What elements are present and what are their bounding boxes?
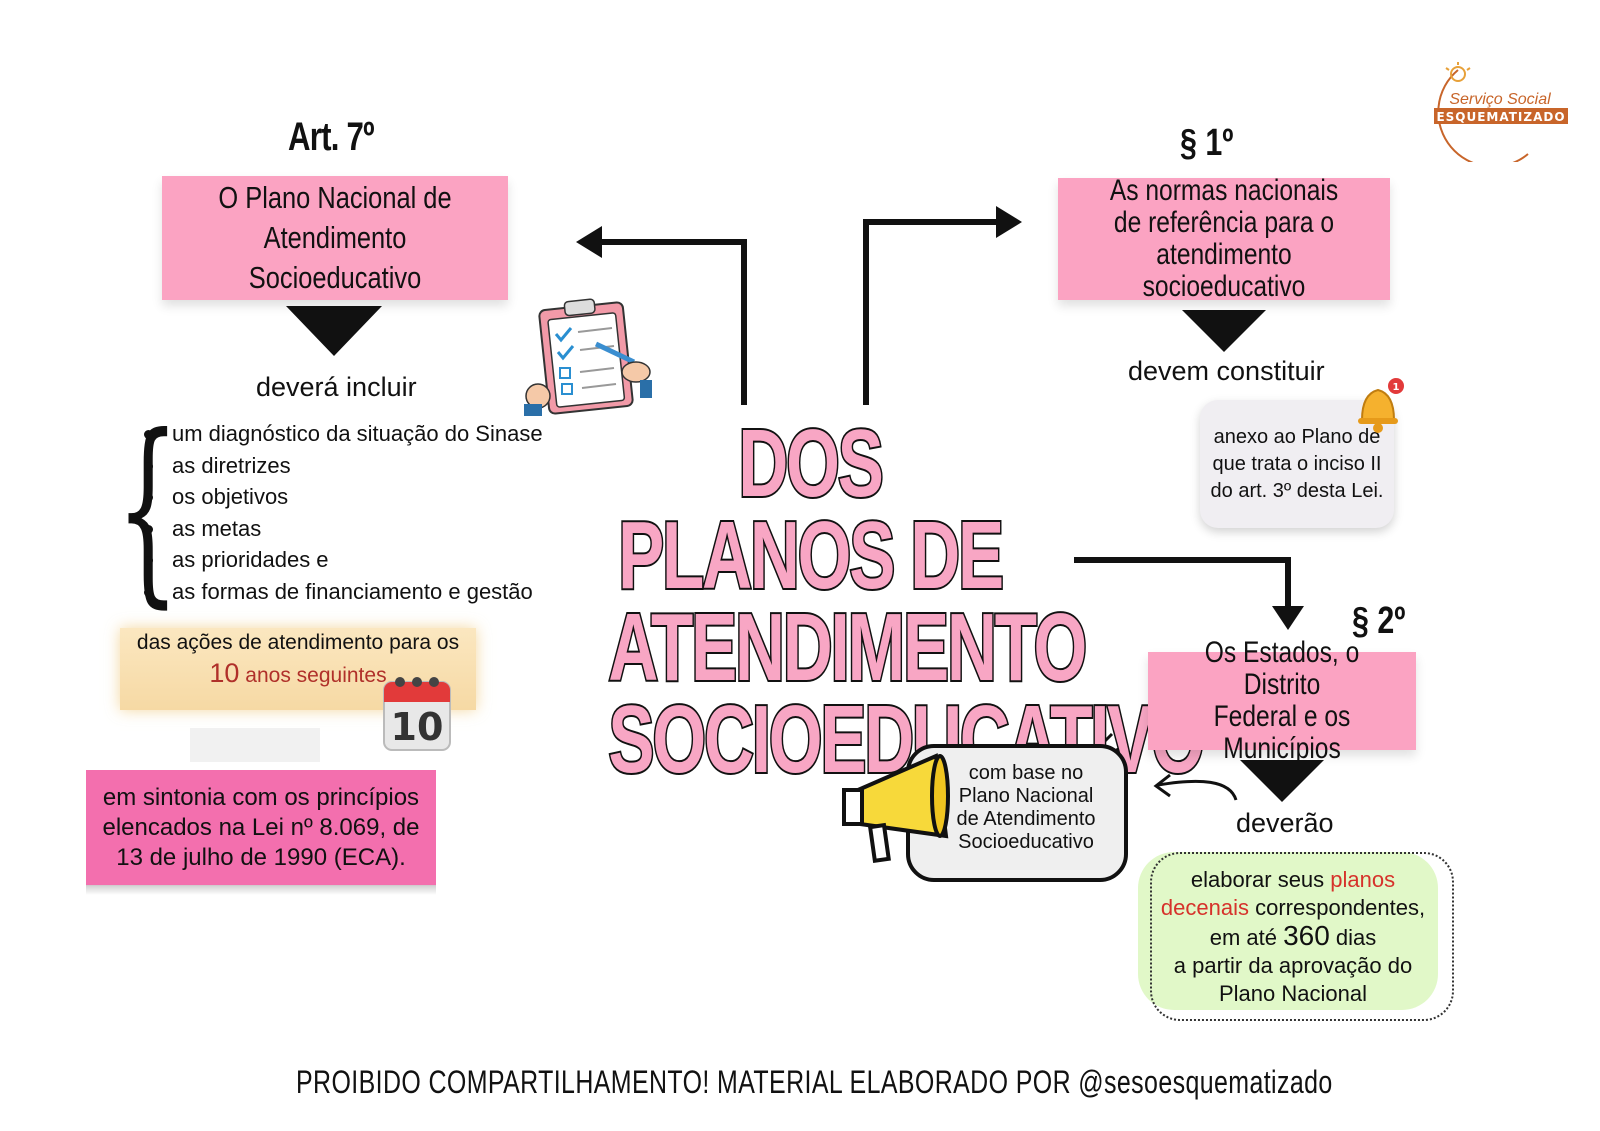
heading-paragrafo-2: § 2º <box>1352 600 1406 642</box>
green-h: a partir da aprovação do <box>1173 953 1413 978</box>
normas-line2: de referência para o <box>1113 206 1335 239</box>
main-title: DOS PLANOS DE ATENDIMENTO SOCIOEDUCATIVO <box>530 410 1206 790</box>
down-triangle-icon <box>1182 310 1266 352</box>
box-dez-anos: das ações de atendimento para os 10 anos… <box>120 628 476 710</box>
bell-badge: 1 <box>1393 382 1400 393</box>
logo-line1: Serviço Social <box>1449 91 1551 108</box>
normas-line1: As normas nacionais <box>1109 174 1339 207</box>
cream-line2: anos seguintes <box>245 664 387 687</box>
sintonia-line2: elencados na Lei nº 8.069, de <box>102 814 420 841</box>
label-deverao: deverão <box>1236 808 1334 838</box>
megaphone-icon <box>842 753 950 864</box>
anexo-line3: do art. 3º desta Lei. <box>1210 479 1384 502</box>
green-g: dias <box>1329 925 1377 950</box>
box-sintonia-eca: em sintonia com os princípios elencados … <box>86 770 436 886</box>
box-normas-nacionais: As normas nacionais de referência para o… <box>1058 174 1390 303</box>
list-item: as metas <box>142 513 543 545</box>
box-dotted-border <box>1150 852 1454 1021</box>
anexo-line2: que trata o inciso II <box>1212 452 1382 475</box>
heading-art-7: Art. 7º <box>288 115 374 159</box>
box-planos-decenais <box>1138 852 1438 1010</box>
green-a: elaborar seus <box>1190 867 1331 892</box>
list-item: um diagnóstico da situação do Sinase <box>142 418 543 450</box>
list-item: as prioridades e <box>142 544 543 576</box>
calendar-number: 10 <box>391 705 444 749</box>
calendar-icon: 10 <box>383 677 451 751</box>
curly-brace: { <box>116 393 180 626</box>
bubble-line2: Plano Nacional <box>958 785 1094 807</box>
box-plano-nacional: O Plano Nacional de Atendimento Socioedu… <box>162 176 508 300</box>
green-i: Plano Nacional <box>1219 981 1367 1006</box>
footer-notice: PROIBIDO COMPARTILHAMENTO! MATERIAL ELAB… <box>296 1064 1333 1100</box>
cream-line1: das ações de atendimento para os <box>136 631 460 654</box>
green-text: elaborar seus planos decenais correspond… <box>1150 866 1436 1008</box>
logo: Serviço Social ESQUEMATIZADO <box>1434 62 1568 162</box>
bell-icon: 1 <box>1358 378 1404 433</box>
list-item: as diretrizes <box>142 450 543 482</box>
list-item: as formas de financiamento e gestão <box>142 576 543 608</box>
green-planos: planos <box>1330 867 1396 892</box>
cream-number: 10 <box>209 658 240 688</box>
bubble-line4: Socioeducativo <box>958 831 1094 853</box>
estados-line2: Federal e os Municípios <box>1213 700 1351 765</box>
sintonia-line1: em sintonia com os princípios <box>102 784 420 811</box>
box-plano-line1: O Plano Nacional de <box>218 180 452 215</box>
title-line2: ATENDIMENTO <box>607 594 1089 701</box>
down-triangle-icon <box>1240 760 1324 802</box>
arrow-right-head <box>996 206 1022 238</box>
bubble-line1: com base no <box>968 762 1084 784</box>
box-estados-municipios: Os Estados, o Distrito Federal e os Muni… <box>1148 637 1416 765</box>
clipboard-checklist-icon <box>524 298 652 416</box>
box-shadow <box>86 885 436 895</box>
logo-line2: ESQUEMATIZADO <box>1436 110 1565 124</box>
label-devera-incluir: deverá incluir <box>256 372 417 402</box>
lightbulb-icon <box>1445 62 1471 82</box>
arrow-left-head <box>576 226 602 258</box>
heading-paragrafo-1: § 1º <box>1180 122 1234 164</box>
include-list: um diagnóstico da situação do Sinase as … <box>142 418 543 607</box>
box-plano-line2: Atendimento Socioeducativo <box>248 220 422 295</box>
title-line1: DOS PLANOS DE <box>617 410 1006 609</box>
list-item: os objetivos <box>142 481 543 513</box>
green-decenais: decenais <box>1160 895 1249 920</box>
anexo-line1: anexo ao Plano de <box>1213 425 1381 448</box>
tape-strip <box>190 728 320 762</box>
green-360: 360 <box>1283 920 1330 951</box>
sintonia-line3: 13 de julho de 1990 (ECA). <box>116 844 406 871</box>
normas-line3: atendimento socioeducativo <box>1142 238 1306 303</box>
green-e: em até <box>1209 925 1284 950</box>
green-d: correspondentes, <box>1248 895 1426 920</box>
label-devem-constituir: devem constituir <box>1128 356 1325 386</box>
estados-line1: Os Estados, o Distrito <box>1204 636 1360 701</box>
bubble-line3: de Atendimento <box>956 808 1096 830</box>
down-triangle-icon <box>286 306 382 356</box>
arrow-down-head <box>1272 606 1304 630</box>
bubble-text: com base no Plano Nacional de Atendiment… <box>934 762 1118 854</box>
